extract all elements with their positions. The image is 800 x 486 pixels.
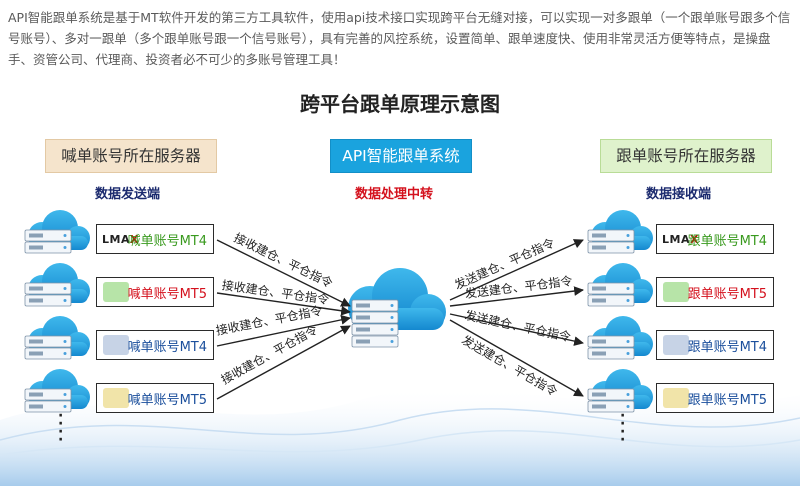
blurred-broker-logo bbox=[663, 388, 689, 408]
blurred-broker-logo bbox=[103, 335, 129, 355]
receiver-server-header: 跟单账号所在服务器 bbox=[600, 139, 772, 173]
broker-logo-text: LMA bbox=[662, 233, 690, 246]
right-arrow-3 bbox=[449, 313, 584, 346]
broker-logo: LMAX bbox=[102, 233, 139, 246]
right-account-4: 跟单账号MT5 bbox=[656, 383, 774, 413]
left-account-2: 喊单账号MT5 bbox=[96, 277, 214, 307]
relay-subtitle: 数据处理中转 bbox=[355, 187, 434, 202]
account-label: 喊单账号MT4 bbox=[127, 340, 207, 355]
left-server-1 bbox=[24, 210, 90, 254]
account-label: 跟单账号MT4 bbox=[687, 234, 767, 249]
account-label: 喊单账号MT5 bbox=[127, 287, 207, 302]
right-more-dots: ···· bbox=[620, 408, 626, 448]
account-label: 跟单账号MT5 bbox=[687, 287, 767, 302]
left-account-4: 喊单账号MT5 bbox=[96, 383, 214, 413]
account-label: 喊单账号MT5 bbox=[127, 393, 207, 408]
left-server-3 bbox=[24, 316, 90, 360]
blurred-broker-logo bbox=[103, 388, 129, 408]
broker-logo-x: X bbox=[689, 233, 699, 246]
right-server-4 bbox=[587, 369, 653, 413]
right-arrow-1 bbox=[449, 239, 584, 301]
right-server-2 bbox=[587, 263, 653, 307]
left-more-dots: ···· bbox=[58, 408, 64, 448]
right-account-3: 跟单账号MT4 bbox=[656, 330, 774, 360]
receiver-subtitle: 数据接收端 bbox=[646, 187, 712, 202]
broker-logo-x: X bbox=[129, 233, 139, 246]
api-system-header: API智能跟单系统 bbox=[330, 139, 472, 173]
sender-subtitle: 数据发送端 bbox=[95, 187, 161, 202]
right-server-1 bbox=[587, 210, 653, 254]
left-account-3: 喊单账号MT4 bbox=[96, 330, 214, 360]
account-label: 跟单账号MT5 bbox=[687, 393, 767, 408]
right-arrow-2 bbox=[449, 286, 584, 307]
center-server bbox=[348, 268, 446, 348]
broker-logo: LMAX bbox=[662, 233, 699, 246]
left-server-2 bbox=[24, 263, 90, 307]
left-arrow-3 bbox=[216, 315, 351, 347]
left-arrow-1 bbox=[216, 239, 351, 307]
left-server-4 bbox=[24, 369, 90, 413]
left-arrow-4 bbox=[216, 325, 351, 400]
left-arrow-2 bbox=[216, 292, 351, 316]
blurred-broker-logo bbox=[103, 282, 129, 302]
diagram-title: 跨平台跟单原理示意图 bbox=[300, 92, 500, 116]
intro-text: API智能跟单系统是基于MT软件开发的第三方工具软件，使用api技术接口实现跨平… bbox=[8, 10, 791, 67]
right-arrow-4 bbox=[449, 319, 584, 397]
blurred-broker-logo bbox=[663, 282, 689, 302]
right-account-2: 跟单账号MT5 bbox=[656, 277, 774, 307]
blurred-broker-logo bbox=[663, 335, 689, 355]
broker-logo-text: LMA bbox=[102, 233, 130, 246]
account-label: 喊单账号MT4 bbox=[127, 234, 207, 249]
right-server-3 bbox=[587, 316, 653, 360]
account-label: 跟单账号MT4 bbox=[687, 340, 767, 355]
sender-server-header: 喊单账号所在服务器 bbox=[45, 139, 217, 173]
